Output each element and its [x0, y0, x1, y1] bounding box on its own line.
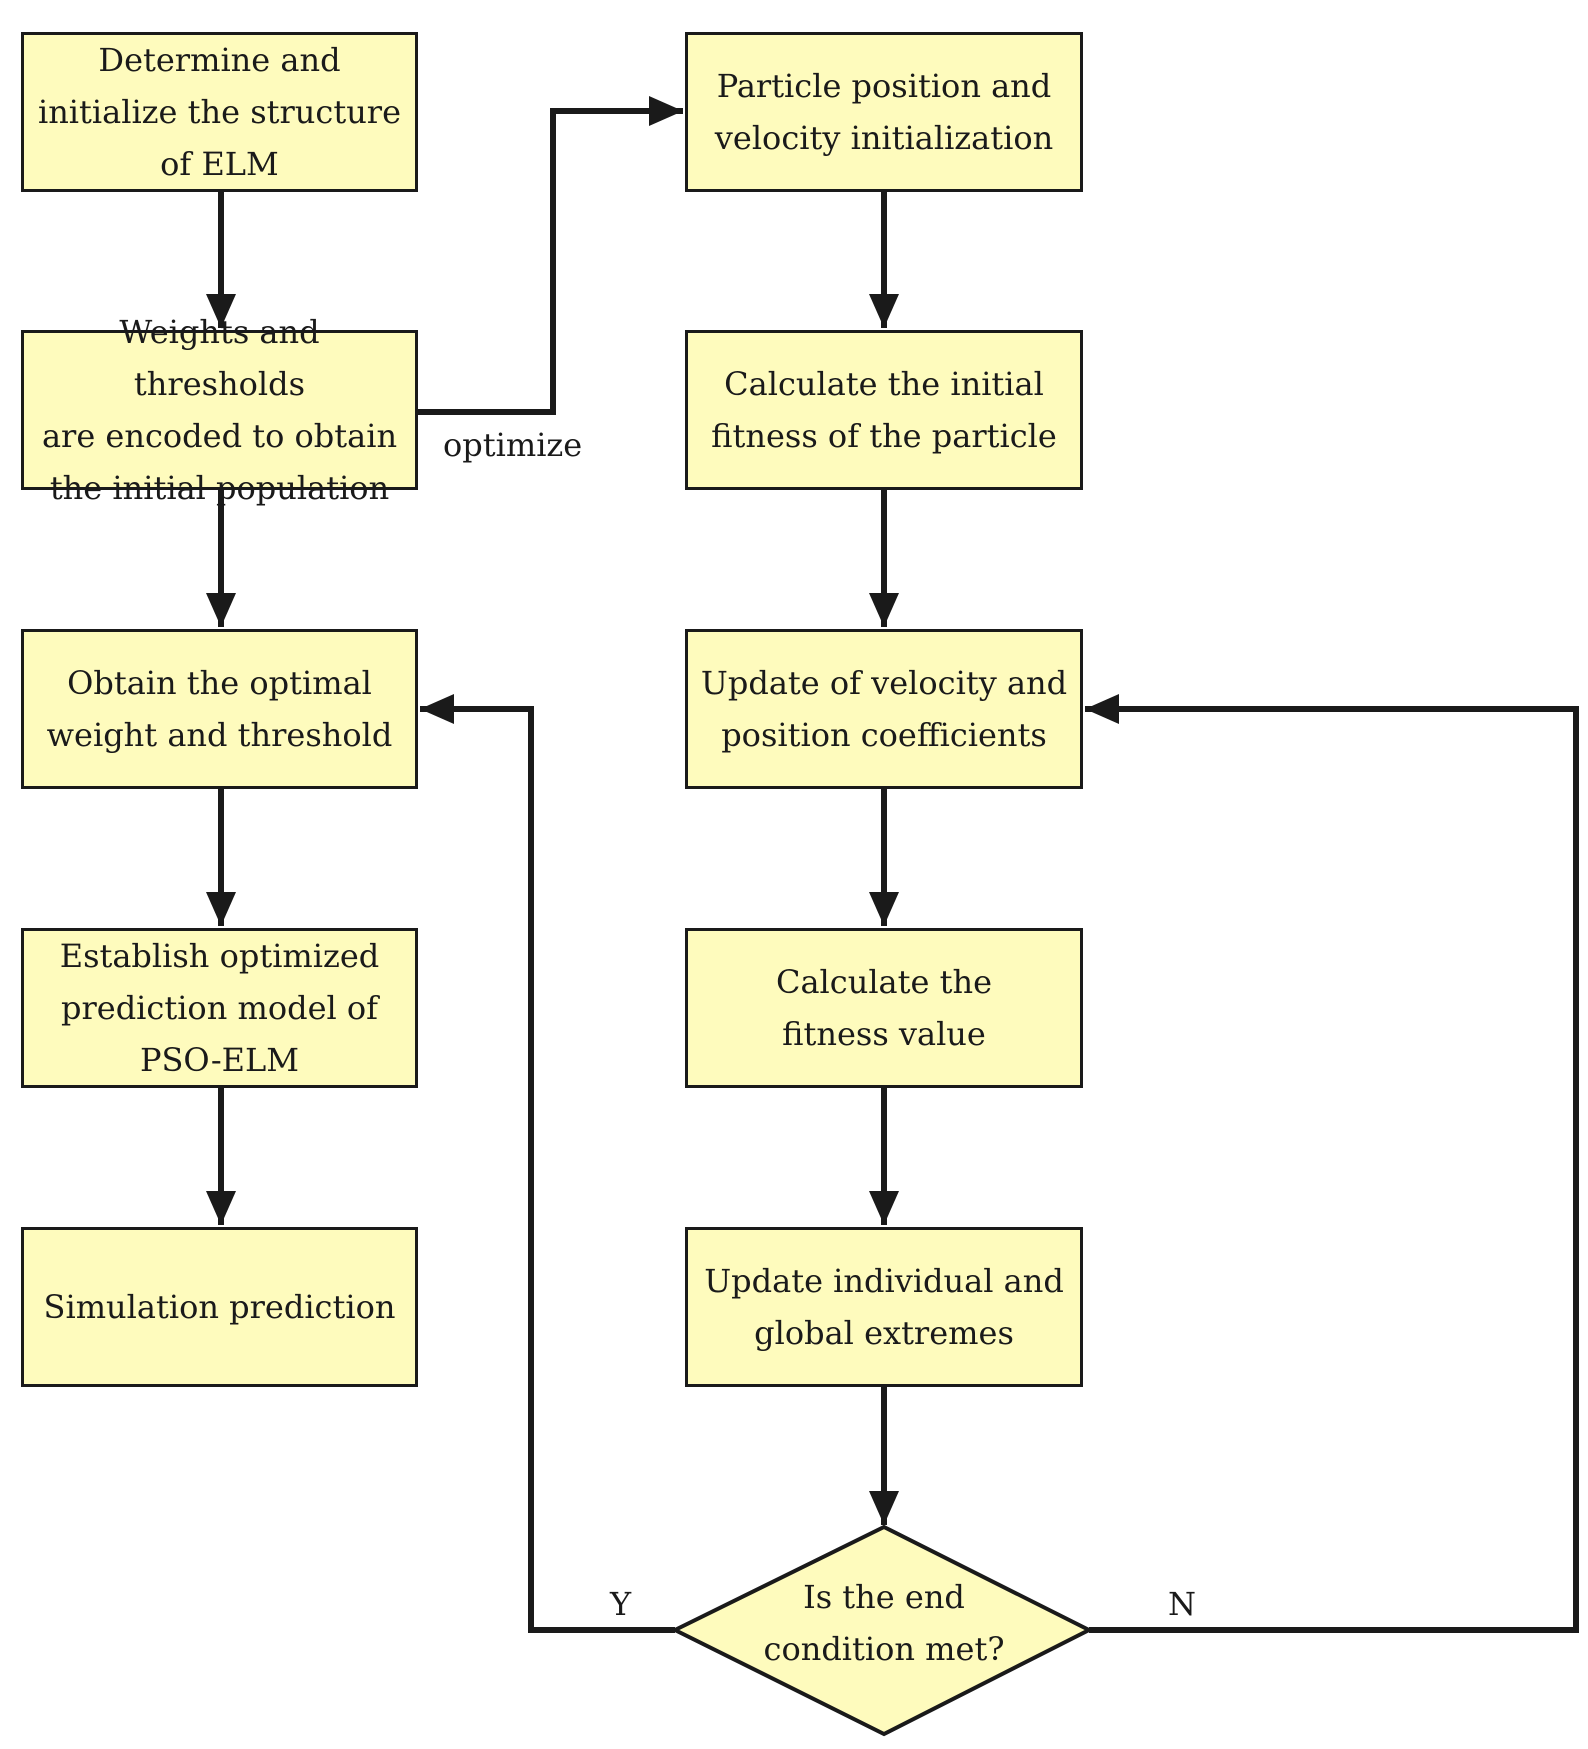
arrow-particle-to-initial-fitness-head	[869, 294, 899, 328]
decision-label: Is the end condition met?	[763, 1578, 1005, 1668]
step-establish-model: Establish optimized prediction model of …	[21, 928, 418, 1088]
step-determine-elm: Determine and initialize the structure o…	[21, 32, 418, 192]
arrow-establish-to-simulation-head	[206, 1191, 236, 1225]
step-encode-population-label: Weights and thresholds are encoded to ob…	[41, 313, 398, 507]
connectors	[206, 96, 1579, 1633]
arrow-determine-to-encode-head	[206, 294, 236, 328]
decision-diamond	[670, 1524, 1094, 1737]
step-particle-init: Particle position and velocity initializ…	[685, 32, 1083, 192]
step-simulation: Simulation prediction	[21, 1227, 418, 1387]
step-initial-fitness-label: Calculate the initial fitness of the par…	[711, 365, 1057, 455]
arrow-initial-fitness-to-update-head	[869, 593, 899, 627]
arrow-calc-fitness-to-extremes-head	[869, 1191, 899, 1225]
step-simulation-label: Simulation prediction	[43, 1288, 396, 1326]
step-update-extremes-label: Update individual and global extremes	[704, 1262, 1064, 1352]
decision-end-condition: Is the end condition met?	[725, 1568, 1043, 1678]
step-determine-elm-label: Determine and initialize the structure o…	[37, 41, 402, 183]
arrow-no-branch-head	[1085, 694, 1119, 724]
step-update-velocity-label: Update of velocity and position coeffici…	[700, 664, 1068, 754]
step-update-extremes: Update individual and global extremes	[685, 1227, 1083, 1387]
arrow-optimize-branch	[418, 108, 683, 415]
arrow-extremes-to-decision-head	[869, 1491, 899, 1525]
arrow-optimal-to-establish-head	[206, 892, 236, 926]
no-edge-label: N	[1168, 1585, 1196, 1623]
step-obtain-optimal-label: Obtain the optimal weight and threshold	[46, 664, 393, 754]
step-particle-init-label: Particle position and velocity initializ…	[714, 67, 1054, 157]
arrow-no-branch	[1085, 706, 1579, 1633]
arrow-optimize-branch-head	[649, 96, 683, 126]
step-initial-fitness: Calculate the initial fitness of the par…	[685, 330, 1083, 490]
arrow-yes-branch-head	[420, 694, 454, 724]
arrow-encode-to-optimal-head	[206, 593, 236, 627]
step-obtain-optimal: Obtain the optimal weight and threshold	[21, 629, 418, 789]
step-update-velocity: Update of velocity and position coeffici…	[685, 629, 1083, 789]
step-calc-fitness-label: Calculate the fitness value	[775, 963, 992, 1053]
step-establish-model-label: Establish optimized prediction model of …	[59, 937, 380, 1079]
yes-edge-label: Y	[610, 1585, 632, 1623]
optimize-edge-label: optimize	[443, 426, 583, 464]
arrow-yes-branch	[420, 706, 675, 1633]
step-calc-fitness: Calculate the fitness value	[685, 928, 1083, 1088]
arrow-update-to-calc-fitness-head	[869, 892, 899, 926]
step-encode-population: Weights and thresholds are encoded to ob…	[21, 313, 418, 507]
